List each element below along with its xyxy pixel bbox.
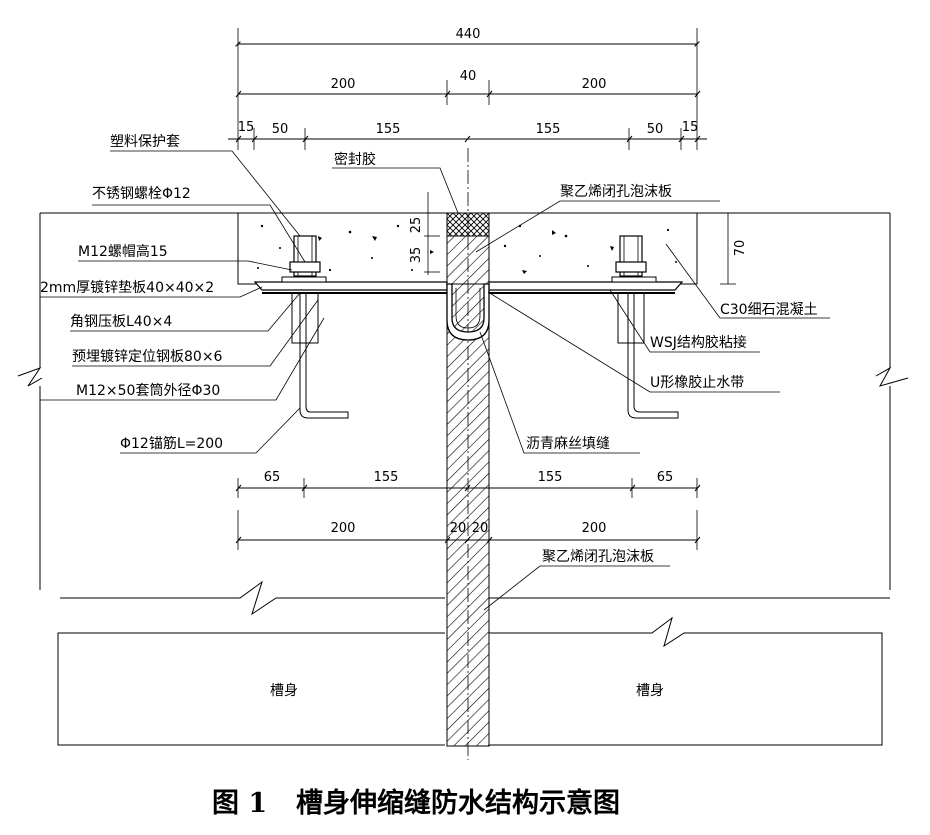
dim-left-200: 200 — [331, 77, 356, 92]
label-embedded-plate: 预埋镀锌定位钢板80×6 — [72, 348, 223, 365]
figure-title: 槽身伸缩缝防水结构示意图 — [296, 787, 620, 819]
label-wsj-glue: WSJ结构胶粘接 — [650, 334, 747, 351]
dim-total-440: 440 — [456, 27, 481, 42]
label-anchor-bar: Φ12锚筋L=200 — [120, 435, 223, 452]
bottom-dimension-lines — [235, 478, 701, 550]
label-plastic-sleeve: 塑料保护套 — [110, 134, 180, 150]
label-sealant: 密封胶 — [334, 151, 376, 168]
u-rubber-waterstop — [446, 283, 490, 341]
label-angle-plate: 角钢压板L40×4 — [70, 314, 172, 330]
dim-right-200: 200 — [582, 77, 607, 92]
dim-inner-left-155: 155 — [376, 122, 401, 137]
label-trough-left: 槽身 — [270, 683, 298, 699]
label-nut-height: M12螺帽高15 — [78, 243, 168, 260]
label-stainless-bolt: 不锈钢螺栓Φ12 — [92, 186, 191, 202]
label-pe-foam-top: 聚乙烯闭孔泡沫板 — [560, 184, 672, 200]
dim-depth-35: 35 — [409, 247, 424, 264]
trough-walls — [17, 212, 909, 746]
dim-bolt-right-50: 50 — [647, 122, 664, 137]
dim-lower-mid-20a: 20 — [450, 521, 467, 536]
top-dimension-lines — [228, 28, 707, 150]
dim-bottom-left-65: 65 — [264, 470, 281, 485]
leader-lines — [40, 150, 830, 611]
dim-bolt-left-50: 50 — [272, 122, 289, 137]
label-u-waterstop: U形橡胶止水带 — [650, 374, 744, 391]
dim-edge-right-15: 15 — [682, 120, 699, 135]
dim-bottom-right-65: 65 — [657, 470, 674, 485]
label-gasket: 2mm厚镀锌垫板40×40×2 — [40, 279, 214, 296]
label-trough-right: 槽身 — [636, 683, 664, 699]
depth-dimensions — [424, 192, 736, 285]
dim-depth-25: 25 — [409, 217, 424, 234]
dim-edge-left-15: 15 — [238, 120, 255, 135]
right-bolt-assembly — [615, 235, 679, 419]
dim-concrete-70: 70 — [733, 240, 748, 257]
dim-lower-left-200: 200 — [331, 521, 356, 536]
dim-gap-40: 40 — [460, 69, 477, 84]
dim-inner-right-155: 155 — [536, 122, 561, 137]
label-pe-foam-bottom: 聚乙烯闭孔泡沫板 — [542, 549, 654, 565]
dim-lower-mid-20b: 20 — [472, 521, 489, 536]
label-sleeve-m12: M12×50套筒外径Φ30 — [76, 382, 220, 399]
label-c30-concrete: C30细石混凝土 — [720, 302, 818, 318]
dim-bottom-right-155: 155 — [538, 470, 563, 485]
dim-bottom-left-155: 155 — [374, 470, 399, 485]
dim-lower-right-200: 200 — [582, 521, 607, 536]
label-asphalt-hemp: 沥青麻丝填缝 — [526, 436, 610, 452]
figure-number: 图 1 — [212, 788, 267, 819]
